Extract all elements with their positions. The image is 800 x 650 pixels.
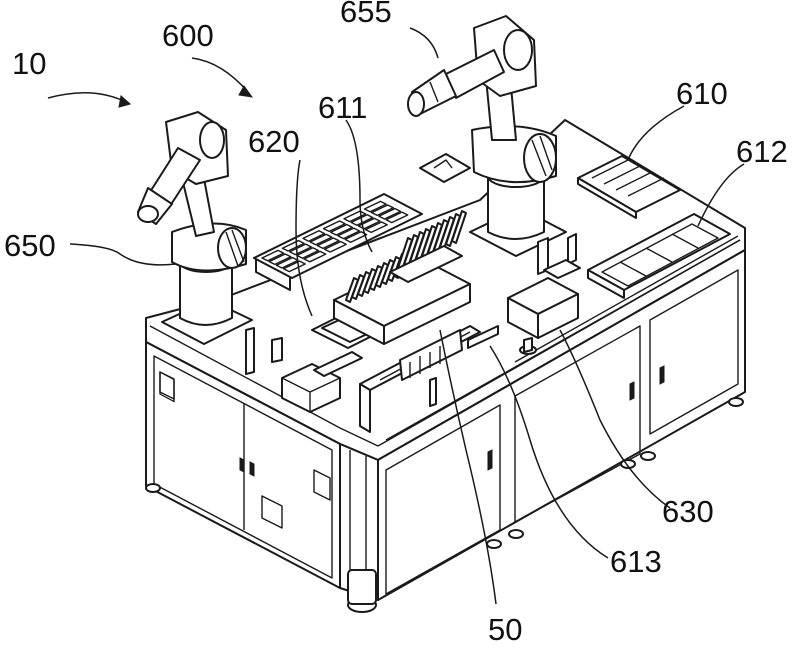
tray-cell <box>323 240 347 253</box>
tray-cell <box>261 249 285 262</box>
label-650: 650 <box>4 228 56 263</box>
label-612: 612 <box>736 134 788 169</box>
right-cabinet <box>377 249 746 601</box>
tray-cell <box>344 231 368 243</box>
tray-cell <box>385 211 409 224</box>
tray-cell <box>364 221 388 234</box>
tray-cell <box>343 210 367 223</box>
labels: 10 600 650 655 611 620 610 612 50 613 63… <box>4 0 788 647</box>
tray-cell <box>296 247 320 259</box>
right-tray <box>587 213 731 299</box>
tray-cell <box>363 200 387 213</box>
foot <box>486 539 502 549</box>
tray-cell <box>322 220 346 233</box>
right-robot-pedestal <box>487 175 545 240</box>
label-655: 655 <box>340 0 392 29</box>
tray-cell <box>337 227 361 240</box>
label-620: 620 <box>248 124 300 159</box>
left-robot <box>137 111 253 345</box>
foot <box>145 483 161 493</box>
right-robot <box>407 15 567 257</box>
tray-cell <box>350 214 374 226</box>
foot <box>508 529 524 539</box>
tray-cell <box>289 243 313 256</box>
label-613: 613 <box>610 544 662 579</box>
tray-cell <box>371 204 395 217</box>
label-10: 10 <box>12 46 46 81</box>
marker-plate <box>419 153 471 183</box>
post-left-2 <box>271 337 283 363</box>
right-box <box>507 233 581 355</box>
post-left-1 <box>245 327 255 375</box>
label-611: 611 <box>318 90 367 125</box>
foot <box>728 397 744 407</box>
heatsink-stack <box>333 210 471 345</box>
label-50: 50 <box>488 612 522 647</box>
tray-cell <box>309 233 333 246</box>
tray-cell <box>330 223 354 236</box>
foot <box>640 451 656 461</box>
heatsink-fin <box>451 210 467 244</box>
caster <box>347 569 377 605</box>
rail-gantry <box>359 325 499 433</box>
label-610: 610 <box>676 76 728 111</box>
tray-cell <box>282 260 306 273</box>
label-630: 630 <box>662 494 714 529</box>
tray-cell <box>357 217 381 230</box>
tray-cell <box>281 239 305 252</box>
left-robot-pedestal <box>179 261 233 326</box>
tray-cell <box>302 230 326 242</box>
tray-cell <box>316 237 340 250</box>
tray-cell <box>303 250 327 263</box>
cell-tray <box>253 193 423 279</box>
tray-cell <box>378 207 402 220</box>
leaders <box>47 27 745 605</box>
tray-cell <box>268 253 292 266</box>
right-robot-forearm <box>445 49 505 99</box>
right-station <box>577 155 681 219</box>
label-600: 600 <box>162 18 214 53</box>
